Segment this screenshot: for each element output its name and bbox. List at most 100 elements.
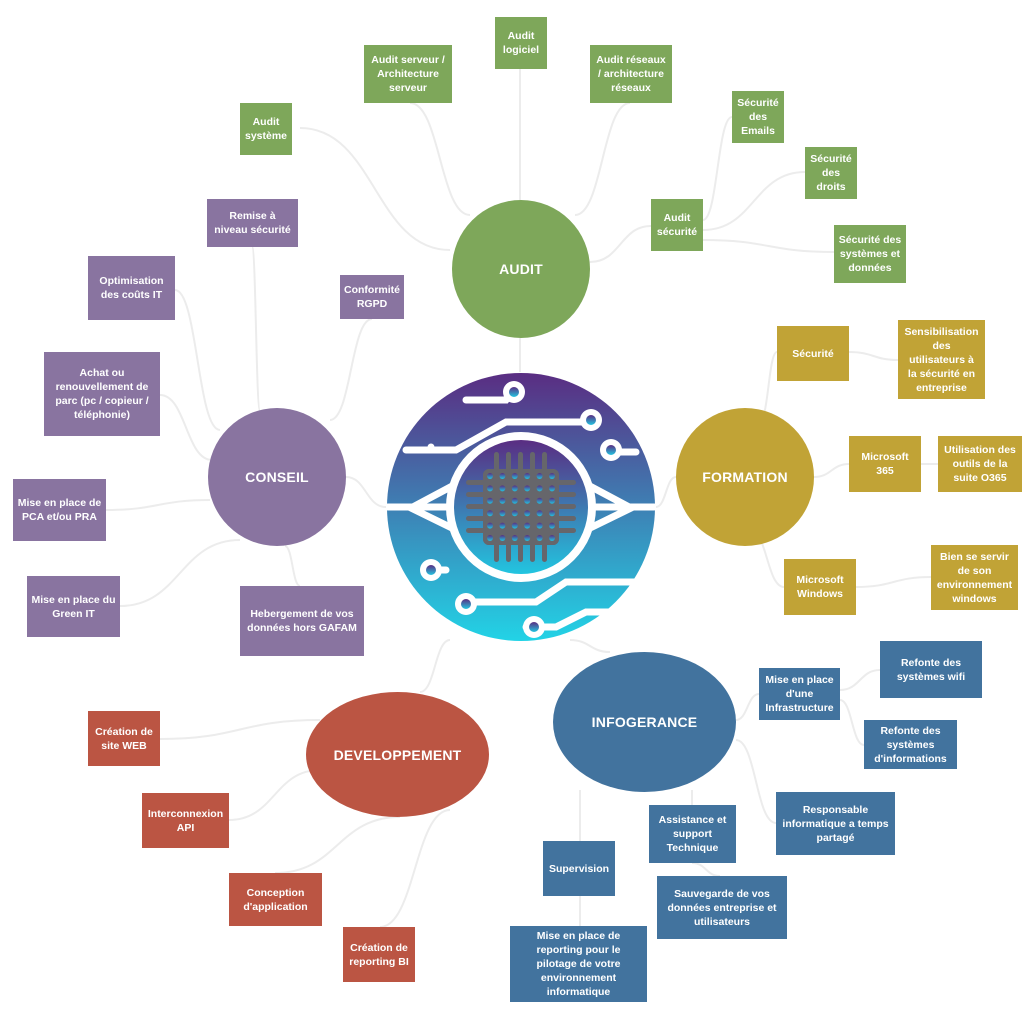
connector-line [691,862,721,877]
node-optimisation-couts[interactable]: Optimisation des coûts IT [88,256,175,320]
chip-dot [549,510,555,517]
node-bien-se-servir[interactable]: Bien se servir de son environnement wind… [931,545,1018,610]
chip-dot [487,510,493,517]
chip-dot [499,522,506,529]
chip-dot [499,485,506,492]
hub-developpement-label: DEVELOPPEMENT [333,746,462,763]
chip-dot [536,522,543,529]
node-utilisation-o365[interactable]: Utilisation des outils de la suite O365 [938,436,1022,492]
connector-line [105,499,211,511]
connector-line [228,769,321,821]
chip-dot [511,497,518,504]
hub-infogerance[interactable]: INFOGERANCE [553,652,736,792]
node-securite-systemes[interactable]: Sécurité des systèmes et données [834,225,906,283]
connector-line [813,463,850,478]
node-pca-pra[interactable]: Mise en place de PCA et/ou PRA [13,479,106,541]
chip-dot [536,535,543,541]
chip-dot [549,497,555,504]
chip-dot [511,473,518,479]
chip-dot [524,497,531,504]
connector-line [345,476,387,508]
hub-formation-label: FORMATION [702,469,788,485]
node-securite-droits[interactable]: Sécurité des droits [805,147,857,199]
node-hebergement[interactable]: Hebergement de vos données hors GAFAM [240,586,364,656]
connector-line [159,394,213,461]
hub-conseil-label: CONSEIL [245,469,309,485]
chip-dot [487,497,493,504]
node-refonte-si[interactable]: Refonte des systèmes d'informations [864,720,957,769]
connector-line [655,476,677,508]
node-audit-logiciel[interactable]: Audit logiciel [495,17,547,69]
node-audit-reseaux[interactable]: Audit réseaux / architecture réseaux [590,45,672,103]
connector-line [569,639,611,653]
connector-line [735,693,760,721]
node-reporting-pilotage[interactable]: Mise en place de reporting pour le pilot… [510,926,647,1002]
node-remise-niveau-securite[interactable]: Remise à niveau sécurité [207,199,298,247]
connector-line [855,576,932,588]
chip-dot [536,510,543,517]
connector-line [702,171,806,231]
node-achat-parc[interactable]: Achat ou renouvellement de parc (pc / co… [44,352,160,436]
connector-line [419,639,451,693]
chip-dot [549,485,555,492]
node-audit-serveur[interactable]: Audit serveur / Architecture serveur [364,45,452,103]
hub-developpement[interactable]: DEVELOPPEMENT [306,692,489,817]
connector-line [735,739,777,824]
chip-dot [536,497,543,504]
chip-dot [487,473,493,479]
connector-line [174,289,221,431]
connector-line [299,127,451,251]
node-supervision[interactable]: Supervision [543,841,615,896]
chip-dot [487,535,493,541]
node-green-it[interactable]: Mise en place du Green IT [27,576,120,637]
node-mise-en-place-infrastructure[interactable]: Mise en place d'une Infrastructure [759,668,840,720]
connector-line [839,669,881,691]
connector-line [284,545,301,587]
connector-line [379,809,451,928]
hub-audit[interactable]: AUDIT [452,200,590,338]
node-securite-emails[interactable]: Sécurité des Emails [732,91,784,143]
node-audit-securite[interactable]: Audit sécurité [651,199,703,251]
connector-line [839,699,865,746]
chip-dot [511,535,518,541]
chip-dot [487,522,493,529]
connector-line [159,719,321,740]
node-creation-site-web[interactable]: Création de site WEB [88,711,160,766]
node-interconnexion-api[interactable]: Interconnexion API [142,793,229,848]
hub-formation[interactable]: FORMATION [676,408,814,546]
chip-dot [511,485,518,492]
hub-conseil[interactable]: CONSEIL [208,408,346,546]
connector-line [119,539,241,607]
node-formation-securite[interactable]: Sécurité [777,326,849,381]
node-sauvegarde[interactable]: Sauvegarde de vos données entreprise et … [657,876,787,939]
chip-dot [499,510,506,517]
node-assistance-support[interactable]: Assistance et support Technique [649,805,736,863]
chip-dot [549,473,555,479]
node-creation-reporting-bi[interactable]: Création de reporting BI [343,927,415,982]
chip-dot [549,522,555,529]
chip-dot [487,485,493,492]
chip-dot [511,522,518,529]
chip-dot [499,497,506,504]
chip-dot [524,485,531,492]
chip-dot [524,510,531,517]
node-responsable-informatique[interactable]: Responsable informatique a temps partagé [776,792,895,855]
connector-line [702,116,733,221]
chip-dot [524,535,531,541]
chip-dot [536,473,543,479]
node-microsoft-365[interactable]: Microsoft 365 [849,436,921,492]
node-conformite-rgpd[interactable]: Conformité RGPD [340,275,404,319]
chip-dot [524,522,531,529]
node-sensibilisation[interactable]: Sensibilisation des utilisateurs à la sé… [898,320,985,399]
connector-line [274,816,401,874]
chip-dot [499,535,506,541]
connector-line [848,351,899,361]
chip-dot [499,473,506,479]
node-microsoft-windows[interactable]: Microsoft Windows [784,559,856,615]
node-audit-systeme[interactable]: Audit système [240,103,292,155]
connector-line [251,246,261,411]
node-refonte-wifi[interactable]: Refonte des systèmes wifi [880,641,982,698]
node-conception-application[interactable]: Conception d'application [229,873,322,926]
